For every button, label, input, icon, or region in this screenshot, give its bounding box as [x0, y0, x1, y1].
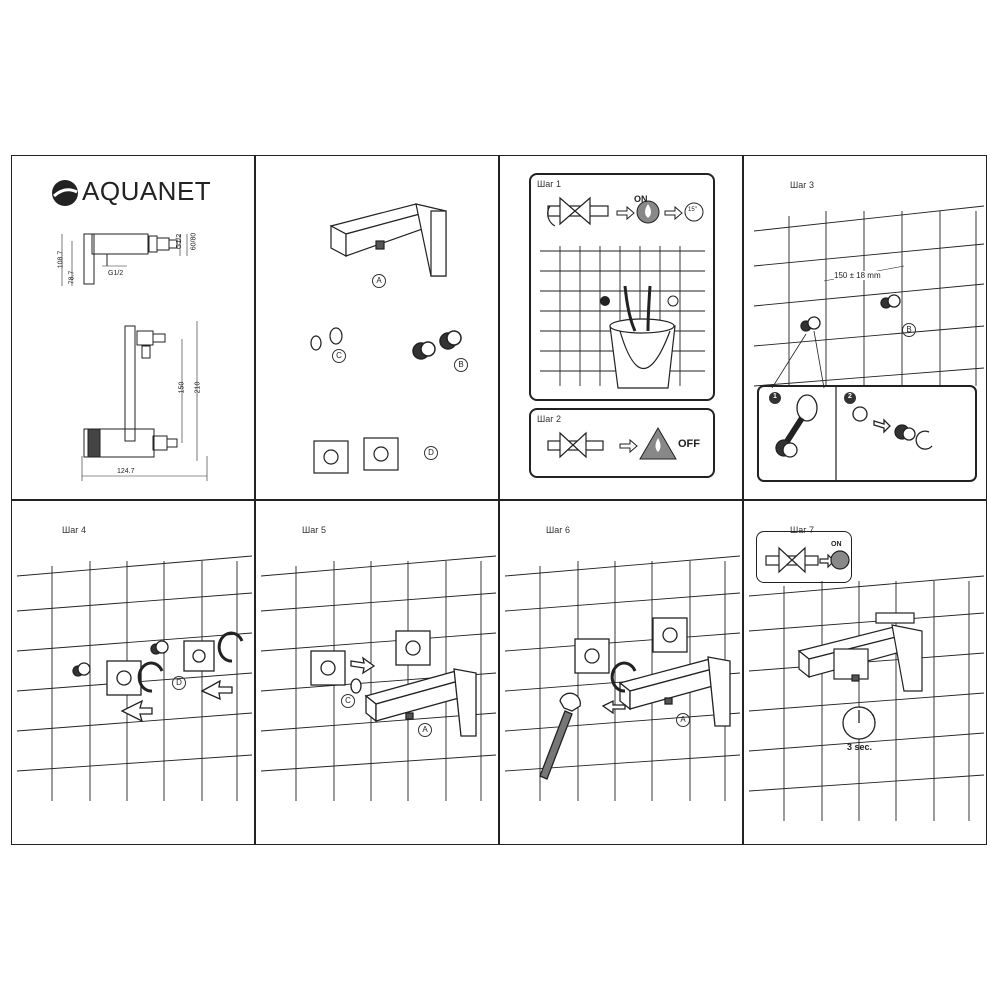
- panel-dimensions: AQUANET 108.7 78.7 G1/2 G1/2 60/80 150 2…: [11, 155, 255, 500]
- seconds-label: 3 sec.: [847, 742, 873, 752]
- flange-d-icon: [313, 437, 399, 474]
- sub-step-1: 1: [773, 393, 777, 400]
- dim-150: 150: [178, 381, 186, 394]
- logo-icon: [52, 180, 78, 206]
- panel-step-7: Шаг 7 ON 3 sec.: [743, 500, 987, 845]
- step-3-title: Шаг 3: [790, 180, 815, 190]
- step-7-drawing: [748, 546, 985, 821]
- washer-c-icon: [310, 327, 343, 351]
- step-4-part-d: D: [172, 676, 186, 690]
- sub-step-2: 2: [848, 393, 852, 400]
- step-1-box: [529, 173, 715, 401]
- step-3-drawing: [753, 205, 985, 482]
- part-b-label: B: [454, 358, 468, 372]
- clock-icon: [842, 706, 876, 740]
- dim-g12-a: G1/2: [108, 270, 124, 277]
- step-2-title: Шаг 2: [537, 414, 562, 424]
- step-5-part-a: A: [418, 723, 432, 737]
- dim-124: 124.7: [117, 468, 135, 475]
- panel-step-5: Шаг 5 C A: [255, 500, 499, 845]
- off-label: OFF: [678, 438, 700, 450]
- step-1-title: Шаг 1: [537, 179, 562, 189]
- dim-60-80: 60/80: [190, 232, 198, 251]
- step-2-box: [529, 408, 715, 478]
- bucket-icon: [609, 285, 676, 389]
- step-6-drawing: [504, 555, 741, 801]
- part-c-label: C: [332, 349, 346, 363]
- instruction-sheet: AQUANET 108.7 78.7 G1/2 G1/2 60/80 150 2…: [11, 155, 987, 845]
- eccentric-b-icon: [412, 330, 462, 360]
- eccentric-detail-icon: [775, 394, 818, 458]
- dim-g12-b: G1/2: [176, 233, 184, 250]
- step-6-title: Шаг 6: [546, 525, 571, 535]
- wrench-icon: [539, 692, 581, 780]
- step-7-on-label: ON: [831, 541, 842, 548]
- part-a-label: A: [372, 274, 386, 288]
- valve-icon: [547, 196, 609, 227]
- dim-108: 108.7: [57, 250, 65, 269]
- brand-logo: AQUANET: [82, 176, 212, 206]
- on-label: ON: [634, 194, 648, 204]
- step-6-part-a: A: [676, 713, 690, 727]
- part-d-label: D: [424, 446, 438, 460]
- step-7-title: Шаг 7: [790, 525, 815, 535]
- timer-label: 15": [688, 207, 697, 213]
- panel-step-6: Шаг 6 A: [499, 500, 743, 845]
- dim-210: 210: [194, 381, 202, 394]
- panel-step-4: Шаг 4 D: [11, 500, 255, 845]
- step-7-box: [756, 531, 852, 583]
- panel-parts: A C B D: [255, 155, 499, 500]
- flush-drawing: [540, 196, 705, 460]
- panel-step-3: Шаг 3 150 ± 18 mm B 1 2: [743, 155, 987, 500]
- step-5-title: Шаг 5: [302, 525, 327, 535]
- parts-drawing: [310, 203, 462, 474]
- step-5-drawing: [260, 555, 497, 801]
- dimension-drawing: [52, 180, 208, 481]
- timer-icon: [684, 202, 704, 222]
- step-4-drawing: [16, 555, 253, 801]
- dim-78: 78.7: [68, 270, 76, 285]
- panel-step-1-2: Шаг 1 ON 15" Шаг 2 OFF: [499, 155, 743, 500]
- distance-label: 150 ± 18 mm: [834, 271, 881, 280]
- step-3-part-b: B: [902, 323, 916, 337]
- step-4-title: Шаг 4: [62, 525, 87, 535]
- step-5-part-c: C: [341, 694, 355, 708]
